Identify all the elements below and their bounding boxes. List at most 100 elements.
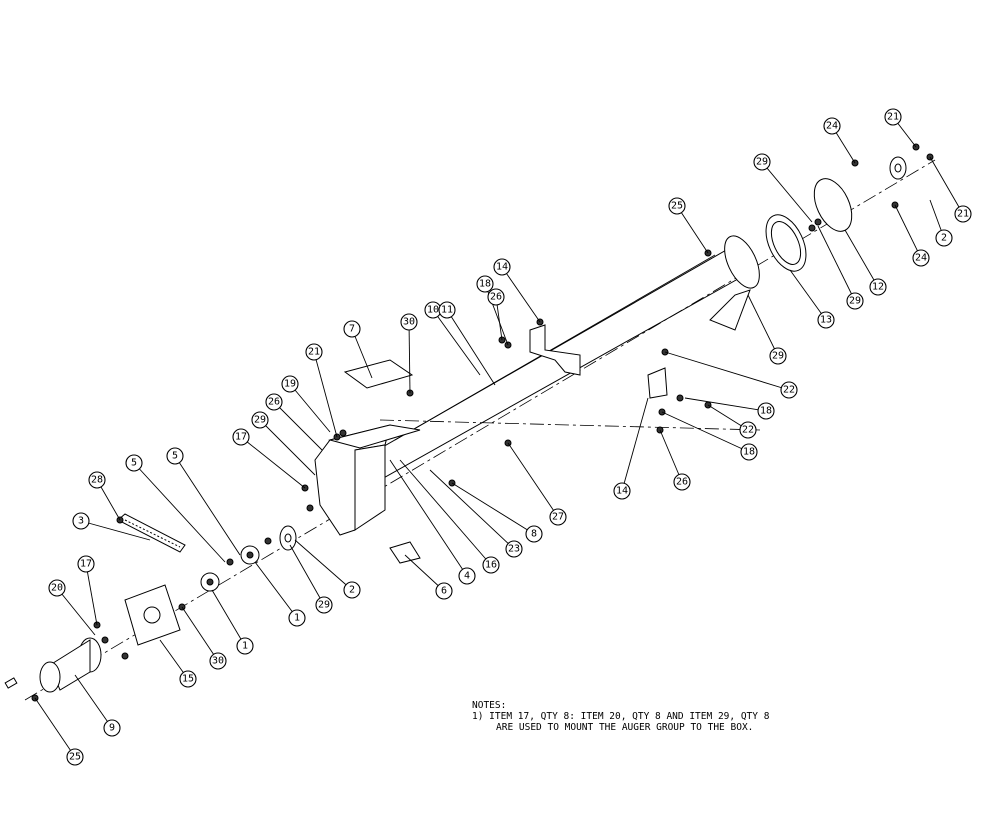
discharge-chute — [709, 289, 751, 331]
center-axis-lower — [379, 419, 761, 431]
balloon-label: 27 — [552, 512, 564, 523]
item-balloon: 24 — [912, 249, 930, 267]
item-balloon: 17 — [77, 555, 95, 573]
item-balloon: 12 — [869, 278, 887, 296]
leader-line — [761, 161, 813, 223]
balloon-circle — [740, 443, 758, 461]
leader-line — [389, 459, 468, 577]
motor-bolt — [4, 677, 18, 689]
balloon-circle — [817, 311, 835, 329]
item-balloon: 28 — [88, 471, 106, 489]
balloon-label: 6 — [441, 586, 447, 597]
item-balloon: 19 — [281, 375, 299, 393]
item-balloon: 11 — [438, 301, 456, 319]
balloon-label: 13 — [820, 315, 832, 326]
balloon-circle — [66, 748, 84, 766]
balloon-circle — [549, 508, 567, 526]
balloon-label: 17 — [80, 559, 92, 570]
balloon-label: 30 — [212, 656, 224, 667]
balloon-circle — [780, 381, 798, 399]
item-balloon: 8 — [525, 525, 543, 543]
leader-line — [844, 229, 879, 288]
balloon-label: 29 — [254, 415, 266, 426]
leader-line — [80, 520, 151, 541]
balloon-label: 20 — [51, 583, 63, 594]
balloon-label: 21 — [887, 112, 899, 123]
item-balloon: 29 — [251, 411, 269, 429]
item-balloon: 5 — [125, 454, 143, 472]
balloon-circle — [823, 117, 841, 135]
balloon-label: 4 — [464, 571, 470, 582]
balloon-label: 15 — [182, 674, 194, 685]
balloon-circle — [435, 582, 453, 600]
balloon-label: 24 — [915, 253, 927, 264]
item-balloon: 20 — [48, 579, 66, 597]
item-balloon: 4 — [458, 567, 476, 585]
balloon-circle — [613, 482, 631, 500]
item-balloon: 29 — [315, 596, 333, 614]
item-balloon: 18 — [740, 443, 758, 461]
balloon-label: 18 — [479, 279, 491, 290]
item-balloon: 21 — [954, 205, 972, 223]
leader-line — [34, 697, 76, 758]
item-balloon: 26 — [673, 473, 691, 491]
leader-line — [240, 436, 306, 489]
leader-line — [74, 674, 113, 729]
balloon-label: 21 — [957, 209, 969, 220]
item-balloon: 30 — [209, 652, 227, 670]
leader-line — [621, 397, 649, 492]
leader-line — [351, 328, 373, 379]
balloon-label: 26 — [676, 477, 688, 488]
leader-line — [85, 563, 98, 626]
leader-line — [432, 309, 481, 376]
balloon-label: 18 — [760, 406, 772, 417]
leader-line — [133, 462, 226, 563]
balloon-label: 29 — [849, 296, 861, 307]
leader-line — [817, 225, 856, 302]
balloon-circle — [77, 555, 95, 573]
balloon-circle — [288, 609, 306, 627]
balloon-circle — [281, 375, 299, 393]
item-balloon: 1 — [288, 609, 306, 627]
item-balloon: 5 — [166, 447, 184, 465]
balloon-label: 9 — [109, 723, 115, 734]
balloon-label: 23 — [508, 544, 520, 555]
balloon-label: 7 — [349, 324, 355, 335]
leader-line — [451, 482, 535, 535]
item-balloon: 1 — [236, 637, 254, 655]
item-balloon: 29 — [769, 347, 787, 365]
leader-line — [446, 309, 496, 386]
item-balloon: 3 — [72, 512, 90, 530]
item-balloon: 6 — [435, 582, 453, 600]
item-balloon: 21 — [884, 108, 902, 126]
tube-flange — [724, 235, 760, 289]
item-balloon: 13 — [817, 311, 835, 329]
balloon-label: 19 — [284, 379, 296, 390]
item-balloon: 25 — [668, 197, 686, 215]
leader-line — [659, 429, 683, 483]
leader-line — [929, 156, 964, 215]
item-balloon: 15 — [179, 670, 197, 688]
leader-line — [181, 606, 219, 662]
balloon-circle — [505, 540, 523, 558]
balloon-circle — [739, 421, 757, 439]
balloon-circle — [846, 292, 864, 310]
balloon-label: 5 — [131, 458, 137, 469]
leader-line — [661, 411, 750, 453]
balloon-label: 28 — [91, 475, 103, 486]
balloon-circle — [315, 596, 333, 614]
item-balloon: 29 — [846, 292, 864, 310]
balloon-circle — [525, 525, 543, 543]
balloon-label: 16 — [485, 560, 497, 571]
balloon-label: 25 — [671, 201, 683, 212]
balloon-circle — [935, 229, 953, 247]
balloon-circle — [769, 347, 787, 365]
item-balloon: 29 — [753, 153, 771, 171]
balloon-circle — [305, 343, 323, 361]
balloon-circle — [103, 719, 121, 737]
item-balloon: 7 — [343, 320, 361, 338]
balloon-label: 2 — [349, 585, 355, 596]
balloon-circle — [88, 471, 106, 489]
balloon-label: 14 — [496, 262, 508, 273]
